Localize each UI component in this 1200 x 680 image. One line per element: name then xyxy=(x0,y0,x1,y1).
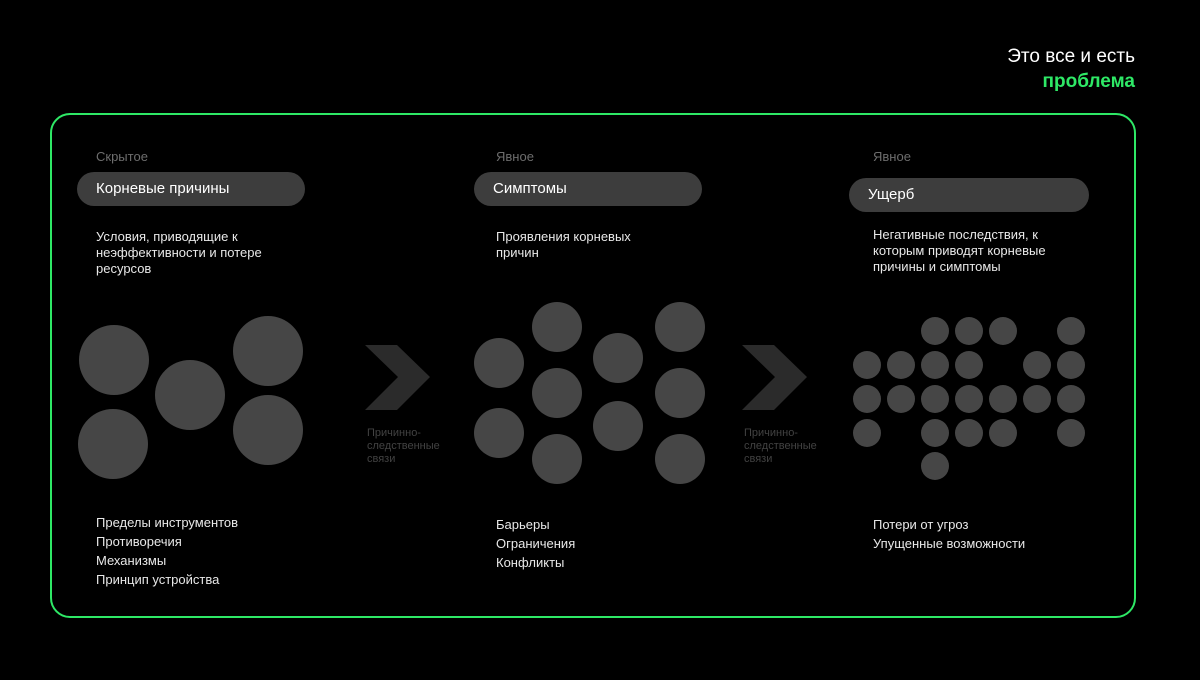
symptom-circle xyxy=(532,302,582,352)
column-3-title-pill: Ущерб xyxy=(849,178,1089,212)
arrow-1-label: Причинно-следственные связи xyxy=(367,427,440,465)
list-item: Барьеры xyxy=(496,517,550,532)
column-2-description: Проявления корневых причин xyxy=(496,229,631,260)
slide-headline: Это все и есть проблема xyxy=(1007,44,1135,94)
chevron-right-icon xyxy=(365,345,430,410)
damage-circle xyxy=(955,385,983,413)
damage-circles xyxy=(853,317,1085,480)
damage-circle xyxy=(1057,419,1085,447)
damage-circle xyxy=(1057,385,1085,413)
damage-circle xyxy=(887,351,915,379)
cause-circle xyxy=(79,325,149,395)
damage-circle xyxy=(853,385,881,413)
list-item: Конфликты xyxy=(496,555,565,570)
column-2-items: Барьеры Ограничения Конфликты xyxy=(496,515,575,572)
damage-circle xyxy=(989,385,1017,413)
column-3-description: Негативные последствия, к которым привод… xyxy=(873,227,1046,274)
symptom-circle xyxy=(532,368,582,418)
list-item: Потери от угроз xyxy=(873,517,969,532)
column-1-description: Условия, приводящие к неэффективности и … xyxy=(96,229,262,276)
damage-circle xyxy=(1023,351,1051,379)
damage-circle xyxy=(853,419,881,447)
damage-circle xyxy=(955,317,983,345)
damage-circle xyxy=(921,385,949,413)
damage-circle xyxy=(887,385,915,413)
list-item: Принцип устройства xyxy=(96,572,220,587)
list-item: Пределы инструментов xyxy=(96,515,239,530)
damage-circle xyxy=(921,452,949,480)
chevron-right-icon xyxy=(742,345,807,410)
symptom-circle xyxy=(655,302,705,352)
symptom-circle xyxy=(474,338,524,388)
cause-circle xyxy=(155,360,225,430)
column-3-kind: Явное xyxy=(873,149,911,164)
headline-line-2: проблема xyxy=(1042,71,1135,92)
arrow-2-label: Причинно-следственные связи xyxy=(744,427,817,465)
symptom-circle xyxy=(655,434,705,484)
cause-circle xyxy=(233,395,303,465)
column-1-title-pill: Корневые причины xyxy=(77,172,305,206)
symptom-circle xyxy=(532,434,582,484)
damage-circle xyxy=(1057,317,1085,345)
cause-circle xyxy=(78,409,148,479)
column-2-kind: Явное xyxy=(496,149,534,164)
damage-circle xyxy=(955,419,983,447)
headline-line-1: Это все и есть xyxy=(1007,46,1135,67)
damage-circle xyxy=(1057,351,1085,379)
column-2-title-pill: Симптомы xyxy=(474,172,702,206)
damage-circle xyxy=(921,317,949,345)
column-1-kind: Скрытое xyxy=(96,149,148,164)
diagram-frame xyxy=(50,113,1136,618)
symptom-circle xyxy=(593,401,643,451)
damage-circle xyxy=(921,419,949,447)
list-item: Ограничения xyxy=(496,536,576,551)
cause-circle xyxy=(233,316,303,386)
damage-circle xyxy=(955,351,983,379)
symptom-circle xyxy=(474,408,524,458)
symptom-circle xyxy=(593,333,643,383)
damage-circle xyxy=(853,351,881,379)
damage-circle xyxy=(989,419,1017,447)
column-1-items: Пределы инструментов Противоречия Механи… xyxy=(96,513,238,589)
damage-circle xyxy=(921,351,949,379)
symptoms-circles xyxy=(474,302,705,484)
symptom-circle xyxy=(655,368,705,418)
damage-circle xyxy=(1023,385,1051,413)
list-item: Упущенные возможности xyxy=(873,536,1026,551)
column-3-items: Потери от угроз Упущенные возможности xyxy=(873,515,1025,553)
list-item: Противоречия xyxy=(96,534,182,549)
root-causes-circles xyxy=(78,316,303,479)
list-item: Механизмы xyxy=(96,553,167,568)
damage-circle xyxy=(989,317,1017,345)
